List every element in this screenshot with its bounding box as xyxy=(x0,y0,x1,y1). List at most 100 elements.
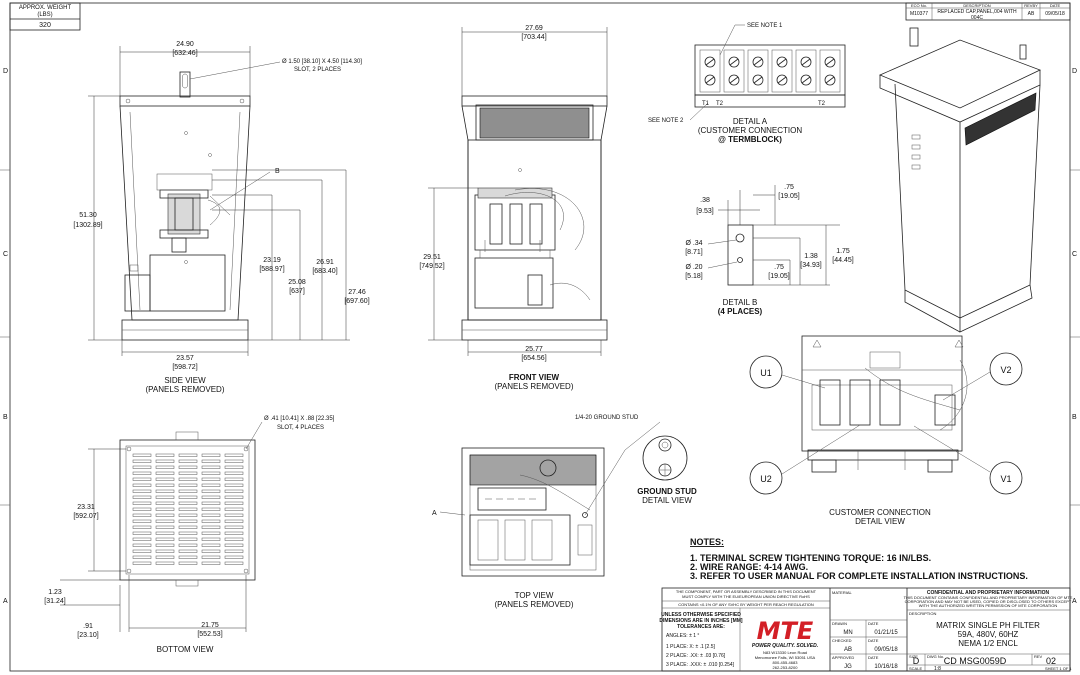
top-view-title: TOP VIEW xyxy=(515,591,554,600)
zone-left-a: A xyxy=(3,598,8,605)
vent-slot xyxy=(178,549,198,553)
screw-slot xyxy=(729,58,739,66)
vent-slot xyxy=(178,555,198,559)
side-slot-note-line1: Ø 1.50 [38.10] X 4.50 [114.30] xyxy=(282,59,362,65)
ground-stud-title: GROUND STUD xyxy=(637,487,697,496)
vent-slot xyxy=(178,561,198,565)
detail-b-e-mm: [19.05] xyxy=(768,273,789,280)
tb-drawn: MN xyxy=(843,630,852,636)
note-1: 1. TERMINAL SCREW TIGHTENING TORQUE: 16 … xyxy=(690,553,931,563)
detail-a-note1: SEE NOTE 1 xyxy=(747,23,783,29)
top-view-subtitle: (PANELS REMOVED) xyxy=(495,600,574,609)
vent-slot xyxy=(132,531,152,535)
bottom-view-title: BOTTOM VIEW xyxy=(157,645,214,654)
bottom-small-mm: [23.10] xyxy=(77,632,98,639)
zone-right-d: D xyxy=(1072,68,1077,75)
bottom-offset: 1.23 xyxy=(48,589,62,596)
vent-slot xyxy=(132,555,152,559)
screw-slot xyxy=(777,76,787,84)
side-dim-d2: 25.08 xyxy=(288,279,306,286)
tb-scale: 1:8 xyxy=(934,666,941,672)
detail-a-note2: SEE NOTE 2 xyxy=(648,118,684,124)
front-view-subtitle: (PANELS REMOVED) xyxy=(495,382,574,391)
vent-slot xyxy=(201,519,221,523)
front-width-top-mm: [703.44] xyxy=(521,34,546,41)
vent-slot xyxy=(201,555,221,559)
front-view: 27.69 [703.44] 29.51 [749.52] 25.77 [654… xyxy=(419,25,608,391)
vent-slot xyxy=(178,519,198,523)
side-height-total-mm: [1302.89] xyxy=(73,222,102,229)
tb-reach: CONTAINS <0.1% OF ANY SVHC BY WEIGHT PER… xyxy=(678,602,814,607)
weight-box: APPROX. WEIGHT (LBS) 320 xyxy=(9,2,81,31)
vent-slot xyxy=(155,543,175,547)
customer-connection-view: U1 V2 U2 V1 CUSTOMER CONNECTION DETAIL V… xyxy=(749,335,1023,526)
vent-slot xyxy=(155,453,175,457)
screw-slot xyxy=(705,76,715,84)
bottom-small: .91 xyxy=(83,623,93,630)
detail-b-b-mm: [19.05] xyxy=(778,193,799,200)
detail-a-terminal-t1: T1 xyxy=(702,101,710,107)
vent-slot xyxy=(201,453,221,457)
screw-slot xyxy=(825,58,835,66)
tb-rohs-line2: MUST COMPLY WITH THE EU/EUROPEAN UNION D… xyxy=(682,594,810,599)
terminal-screw-icon xyxy=(824,56,836,68)
tb-address-line4: 262-253-8200 xyxy=(773,665,799,670)
tb-date-label-2: DATE xyxy=(868,638,879,643)
front-width-top: 27.69 xyxy=(525,25,543,32)
tb-rev: 02 xyxy=(1046,656,1056,666)
vent-slot xyxy=(132,543,152,547)
conn-title: CUSTOMER CONNECTION xyxy=(829,508,931,517)
vent-slot xyxy=(224,537,244,541)
vent-slot xyxy=(201,531,221,535)
screw-slot xyxy=(777,58,787,66)
bottom-offset-mm: [31.24] xyxy=(44,598,65,605)
vent-slot xyxy=(178,465,198,469)
rev-date: 09/05/18 xyxy=(1045,11,1065,17)
terminal-screw-icon xyxy=(800,74,812,86)
vent-slot xyxy=(155,537,175,541)
vent-slot xyxy=(224,531,244,535)
vent-slot xyxy=(132,483,152,487)
zone-left-b: B xyxy=(3,414,8,421)
terminal-block xyxy=(747,49,769,93)
side-view: B 24.90 [632.46] Ø 1.50 [38.10] X 4.50 [… xyxy=(73,41,369,394)
terminal-screw-icon xyxy=(728,56,740,68)
vent-slot xyxy=(178,483,198,487)
vent-slot xyxy=(178,501,198,505)
vent-slot xyxy=(155,555,175,559)
tb-conf-line2: CORPORATION AND MAY NOT BE USED, COPIED … xyxy=(905,599,1072,604)
bottom-height-mm: [592.07] xyxy=(73,513,98,520)
terminal-block xyxy=(723,49,745,93)
revision-block: ECO No. DESCRIPTION REVBY DATE M10377 RE… xyxy=(905,2,1071,21)
front-width-bottom-mm: [654.56] xyxy=(521,355,546,362)
tb-two-place: 2 PLACE: .XX: ± .03 [0.76] xyxy=(666,653,726,659)
tb-conf-line3: WITH THE AUTHORIZED WRITTEN PERMISSION O… xyxy=(919,603,1058,608)
vent-slot xyxy=(155,459,175,463)
tb-tol-line3: TOLERANCES ARE: xyxy=(677,624,725,630)
vent-slot xyxy=(178,507,198,511)
tb-checked: AB xyxy=(844,647,852,653)
terminal-block xyxy=(795,49,817,93)
side-view-subtitle: (PANELS REMOVED) xyxy=(146,385,225,394)
front-view-title: FRONT VIEW xyxy=(509,373,560,382)
vent-slot xyxy=(132,477,152,481)
detail-a-subtitle2: @ TERMBLOCK) xyxy=(718,135,782,144)
detail-b-e: .75 xyxy=(774,264,784,271)
tb-tagline: POWER QUALITY. SOLVED. xyxy=(752,643,818,649)
vent-slot xyxy=(132,471,152,475)
vent-slot xyxy=(224,561,244,565)
detail-a-terminal-t2b: T2 xyxy=(818,101,826,107)
vent-slot xyxy=(155,525,175,529)
vent-slot xyxy=(201,471,221,475)
vent-slot xyxy=(178,543,198,547)
terminal-block xyxy=(819,49,841,93)
note-3: 3. REFER TO USER MANUAL FOR COMPLETE INS… xyxy=(690,571,1028,581)
rev-revby: AB xyxy=(1028,11,1035,17)
vent-slot xyxy=(224,477,244,481)
tb-approved-label: APPROVED xyxy=(832,655,854,660)
notes-heading: NOTES: xyxy=(690,537,724,547)
vent-slot xyxy=(224,471,244,475)
side-callout-b: B xyxy=(275,168,280,175)
tb-size: D xyxy=(913,656,920,666)
